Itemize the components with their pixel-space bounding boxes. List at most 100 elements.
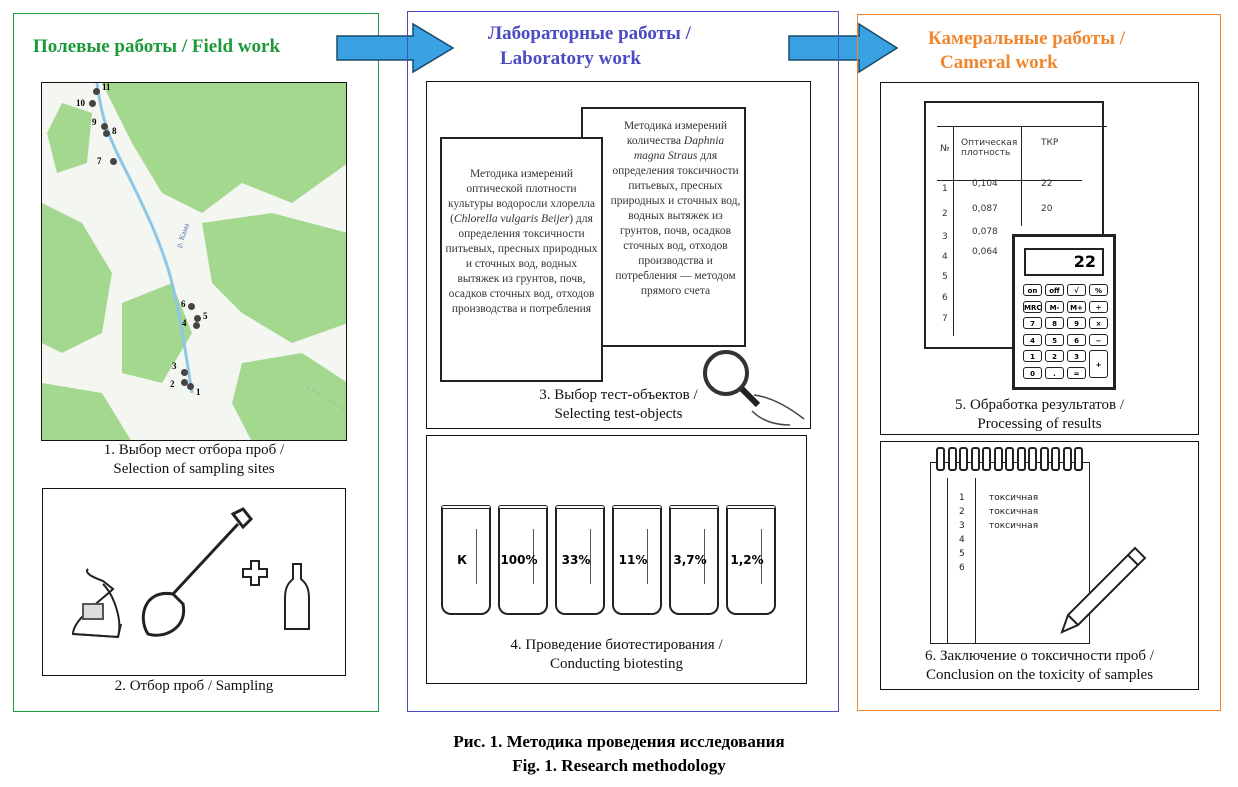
sampling-point-marker xyxy=(89,100,96,107)
step6-caption-en: Conclusion on the toxicity of samples xyxy=(925,667,1154,683)
step2-caption: 2. Отбор проб / Sampling xyxy=(114,678,274,694)
spiral-ring xyxy=(1039,447,1049,471)
bottle-icon xyxy=(284,563,310,630)
notebook-row-index: 2 xyxy=(959,507,965,517)
step5-caption-ru: 5. Обработка результатов / xyxy=(955,397,1124,413)
calculator-key: 0 xyxy=(1023,366,1042,379)
beaker: 11% xyxy=(612,505,662,615)
calculator-key: 8 xyxy=(1045,317,1064,329)
notebook-row-verdict: токсичная xyxy=(989,521,1039,531)
calculator-key: 9 xyxy=(1067,317,1086,329)
beaker-label: 1,2% xyxy=(730,553,764,567)
lab-work-title-en: Laboratory work xyxy=(500,48,641,69)
lab-work-title-ru: Лабораторные работы / xyxy=(488,23,691,44)
step1-caption-en: Selection of sampling sites xyxy=(113,461,275,477)
sampling-point-label: 4 xyxy=(182,318,187,328)
step5-caption-en: Processing of results xyxy=(977,416,1102,432)
sampling-point-marker xyxy=(103,130,110,137)
table-cell-index: 1 xyxy=(942,184,948,194)
table-col-rule xyxy=(953,126,954,336)
step1-caption-ru: 1. Выбор мест отбора проб / xyxy=(103,442,285,458)
spiral-ring xyxy=(936,447,945,471)
magnifying-glass-icon xyxy=(703,350,805,426)
sampling-map: р. Кама xyxy=(41,82,347,441)
beaker: 1,2% xyxy=(726,505,776,615)
table-cell-index: 7 xyxy=(942,314,948,324)
sampling-point-label: 8 xyxy=(112,126,117,136)
notebook-row-index: 5 xyxy=(959,549,965,559)
calculator-key: 5 xyxy=(1045,333,1064,346)
lab-work-panel xyxy=(407,11,839,712)
table-cell-density: 0,087 xyxy=(972,204,998,214)
spiral-ring xyxy=(959,447,968,471)
sampling-point-marker xyxy=(188,303,195,310)
field-work-title: Полевые работы / Field work xyxy=(33,36,281,57)
figure-caption-ru: Рис. 1. Методика проведения исследования xyxy=(453,732,785,751)
calculator-key: × xyxy=(1089,317,1108,329)
beaker-label: 33% xyxy=(561,553,591,567)
table-header-rule xyxy=(937,180,1082,181)
beaker-label: 11% xyxy=(618,553,648,567)
shovel-icon xyxy=(141,507,254,637)
table-header: № xyxy=(940,144,950,154)
field-work-panel xyxy=(13,13,379,712)
sampling-point-label: 3 xyxy=(172,361,177,371)
sampling-point-marker xyxy=(193,322,200,329)
sampling-point-marker xyxy=(194,315,201,322)
doc1-species: Chlorella vulgaris Beijer xyxy=(454,213,570,225)
beaker: 100% xyxy=(498,505,548,615)
table-header: ТКР xyxy=(1041,138,1059,148)
beaker: 33% xyxy=(555,505,605,615)
beaker-scale xyxy=(533,529,540,584)
calculator-key: ÷ xyxy=(1089,300,1108,313)
beaker-scale xyxy=(647,529,654,584)
beaker-scale xyxy=(590,529,597,584)
sampling-point-marker xyxy=(101,123,108,130)
beaker-scale xyxy=(761,529,768,584)
notebook-row-verdict: токсичная xyxy=(989,493,1039,503)
calculator-key: − xyxy=(1089,333,1108,346)
doc2-text-end: для определения токсичности питьевых, пр… xyxy=(610,150,741,297)
sampling-point-label: 2 xyxy=(170,379,175,389)
doc2-text: Методика измерений количества xyxy=(623,120,728,147)
calculator-key: % xyxy=(1089,284,1108,296)
calculator-key: M+ xyxy=(1067,300,1086,313)
beaker: 3,7% xyxy=(669,505,719,615)
spiral-ring xyxy=(1074,447,1083,471)
spiral-ring xyxy=(1005,447,1014,471)
figure-caption-en: Fig. 1. Research methodology xyxy=(512,756,726,775)
sampling-point-label: 7 xyxy=(97,156,102,166)
step3-caption: 3. Выбор тест-объектов / Selecting test-… xyxy=(426,386,811,424)
step6-caption: 6. Заключение о токсичности проб / Concl… xyxy=(880,647,1199,685)
cameral-work-panel xyxy=(857,14,1221,711)
calculator-key: . xyxy=(1045,366,1064,379)
doc1-text-end: ) для определения токсичности питьевых, … xyxy=(445,213,598,315)
notebook-row-index: 4 xyxy=(959,535,965,545)
sampling-point-label: 11 xyxy=(102,82,111,92)
calculator-key: = xyxy=(1067,366,1086,379)
sampling-point-marker xyxy=(181,369,188,376)
step4-caption: 4. Проведение биотестирования / Conducti… xyxy=(426,636,807,674)
arrow-right-icon xyxy=(788,22,899,74)
step4-caption-en: Conducting biotesting xyxy=(550,656,683,672)
arrow-right-icon xyxy=(336,22,455,74)
sampling-point-label: 5 xyxy=(203,311,208,321)
calculator-key: √ xyxy=(1067,284,1086,296)
beaker-label: 3,7% xyxy=(673,553,707,567)
calculator-key: on xyxy=(1023,284,1042,296)
doc2-species: Daphnia magna Straus xyxy=(633,135,725,162)
notebook-row-index: 3 xyxy=(959,521,965,531)
doc1-text: Методика измерений оптической плотности … xyxy=(448,168,595,225)
table-col-rule xyxy=(1021,126,1022,226)
step6-caption-ru: 6. Заключение о токсичности проб / xyxy=(925,648,1154,664)
sampling-point-marker xyxy=(181,379,188,386)
step3-caption-en: Selecting test-objects xyxy=(554,406,683,422)
table-top-rule xyxy=(937,126,1107,127)
calculator-display: 22 xyxy=(1024,248,1104,276)
plus-icon xyxy=(242,560,268,586)
spiral-ring xyxy=(970,447,980,471)
notebook-row-index: 1 xyxy=(959,493,965,503)
sampling-point-marker xyxy=(110,158,117,165)
